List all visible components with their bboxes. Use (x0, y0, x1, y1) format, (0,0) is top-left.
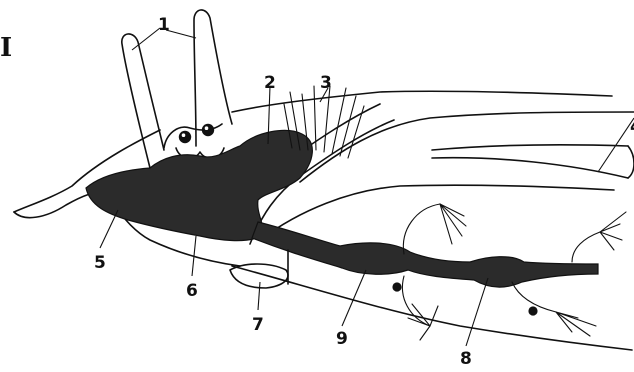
callout-7: 7 (252, 315, 264, 335)
callout-6: 6 (186, 281, 198, 301)
callout-8: 8 (460, 349, 472, 369)
organ-7 (230, 250, 288, 288)
tentacles (122, 10, 232, 168)
callout-4: 4 (630, 117, 634, 137)
callout-5: 5 (94, 253, 106, 273)
panel-label: I (0, 33, 12, 63)
callout-1: 1 (158, 15, 170, 35)
body-outline (14, 91, 634, 350)
callout-2: 2 (264, 73, 276, 93)
callout-9: 9 (336, 329, 348, 349)
callout-3: 3 (320, 73, 332, 93)
ganglion-mass (86, 130, 312, 240)
nerve-cord (252, 222, 598, 287)
